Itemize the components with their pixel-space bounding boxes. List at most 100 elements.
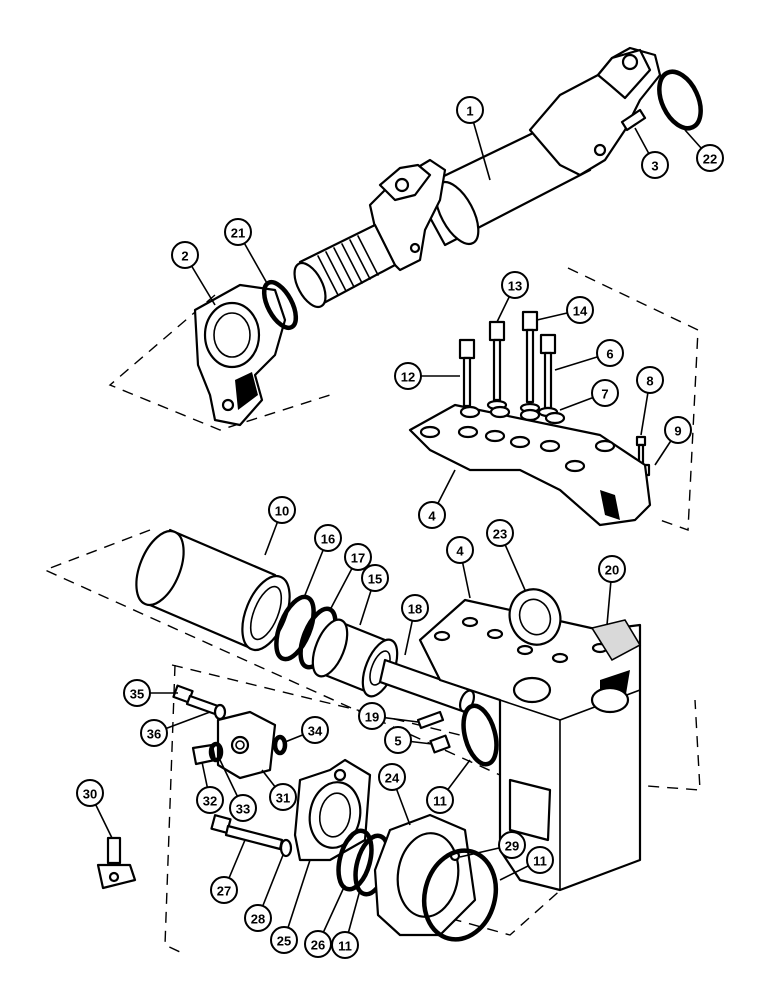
callout-label-15: 15	[368, 572, 382, 587]
valve-block-31	[216, 710, 277, 780]
callout-label-13: 13	[508, 279, 522, 294]
callout-circle-13	[501, 271, 529, 299]
callout-label-26: 26	[311, 938, 325, 953]
callout-3: 3	[634, 127, 669, 179]
callout-8: 8	[636, 366, 664, 436]
callout-circle-33	[229, 794, 257, 822]
callout-label-8: 8	[646, 374, 653, 389]
callout-circle-11b	[526, 846, 554, 874]
callout-label-21: 21	[231, 226, 245, 241]
callout-31: 31	[261, 769, 297, 811]
callout-layer: 1234456789101111111213141516171819202122…	[76, 96, 724, 959]
callout-circle-28	[244, 904, 272, 932]
seal-23	[508, 588, 562, 646]
callout-circle-18	[401, 594, 429, 622]
callout-circle-2	[171, 241, 199, 269]
seal-16	[274, 594, 316, 662]
callout-circle-30	[76, 779, 104, 807]
callout-label-19: 19	[365, 710, 379, 725]
callout-label-25: 25	[277, 934, 291, 949]
callout-circle-36	[140, 719, 168, 747]
callout-circle-8	[636, 366, 664, 394]
callout-label-27: 27	[217, 884, 231, 899]
callout-18: 18	[401, 594, 429, 656]
callout-circle-27	[210, 876, 238, 904]
callout-circle-25	[270, 926, 298, 954]
callout-circle-17	[344, 543, 372, 571]
callout-circle-4a	[418, 501, 446, 529]
callout-circle-20	[598, 555, 626, 583]
upper-cover	[408, 403, 652, 527]
flange-25	[293, 758, 372, 862]
callout-circle-3	[641, 151, 669, 179]
callout-label-6: 6	[606, 347, 613, 362]
callout-circle-6	[596, 339, 624, 367]
fitting-30	[96, 836, 137, 890]
callout-23: 23	[486, 519, 526, 591]
callout-label-5: 5	[394, 734, 401, 749]
callout-circle-19	[358, 702, 386, 730]
callout-circle-26	[304, 930, 332, 958]
callout-label-24: 24	[385, 771, 400, 786]
callout-label-2: 2	[181, 249, 188, 264]
callout-label-35: 35	[130, 687, 144, 702]
callout-9: 9	[654, 416, 692, 466]
callout-circle-15	[361, 564, 389, 592]
lift-cam	[193, 283, 287, 427]
callout-5: 5	[384, 726, 433, 754]
callout-label-3: 3	[651, 159, 658, 174]
callout-label-22: 22	[703, 152, 717, 167]
callout-17: 17	[329, 543, 372, 611]
callout-32: 32	[196, 761, 224, 814]
callout-label-36: 36	[147, 727, 161, 742]
o-ring-22	[657, 69, 703, 131]
callout-label-9: 9	[674, 424, 681, 439]
o-ring-11-right	[421, 848, 499, 942]
callout-16: 16	[304, 524, 342, 596]
callout-6: 6	[554, 339, 624, 371]
callout-11b: 11	[499, 846, 554, 881]
callout-25: 25	[270, 859, 311, 954]
callout-7: 7	[559, 379, 619, 411]
callout-label-14: 14	[573, 304, 588, 319]
callout-label-28: 28	[251, 912, 265, 927]
callout-circle-24	[378, 763, 406, 791]
callout-circle-32	[196, 786, 224, 814]
callout-21: 21	[224, 218, 269, 286]
callout-label-12: 12	[401, 370, 415, 385]
callout-circle-35	[123, 679, 151, 707]
callout-circle-22	[696, 144, 724, 172]
callout-circle-29	[498, 831, 526, 859]
callout-circle-11c	[331, 931, 359, 959]
bolt-35	[172, 684, 227, 721]
callout-circle-7	[591, 379, 619, 407]
callout-circle-1	[456, 96, 484, 124]
callout-circle-16	[314, 524, 342, 552]
callout-33: 33	[219, 759, 257, 822]
seal-26	[336, 828, 374, 892]
plug-5	[429, 734, 451, 754]
callout-34: 34	[284, 716, 329, 744]
callout-label-11c: 11	[338, 939, 352, 954]
callout-circle-23	[486, 519, 514, 547]
callout-35: 35	[123, 679, 178, 707]
callout-label-10: 10	[275, 504, 289, 519]
callout-19: 19	[358, 702, 419, 730]
pin-3	[620, 108, 647, 132]
callout-leader-25	[283, 859, 311, 941]
callout-label-11b: 11	[533, 854, 547, 869]
washer-33	[208, 741, 224, 763]
callout-label-7: 7	[601, 387, 608, 402]
callout-14: 14	[536, 296, 594, 324]
callout-circle-31	[269, 783, 297, 811]
callout-circle-10	[268, 496, 296, 524]
callout-circle-5	[384, 726, 412, 754]
callout-label-20: 20	[605, 563, 619, 578]
o-ring-34	[272, 734, 288, 756]
callout-label-33: 33	[236, 802, 250, 817]
callout-11a: 11	[426, 759, 471, 814]
callout-36: 36	[140, 711, 211, 747]
callout-circle-34	[301, 716, 329, 744]
callout-circle-9	[664, 416, 692, 444]
